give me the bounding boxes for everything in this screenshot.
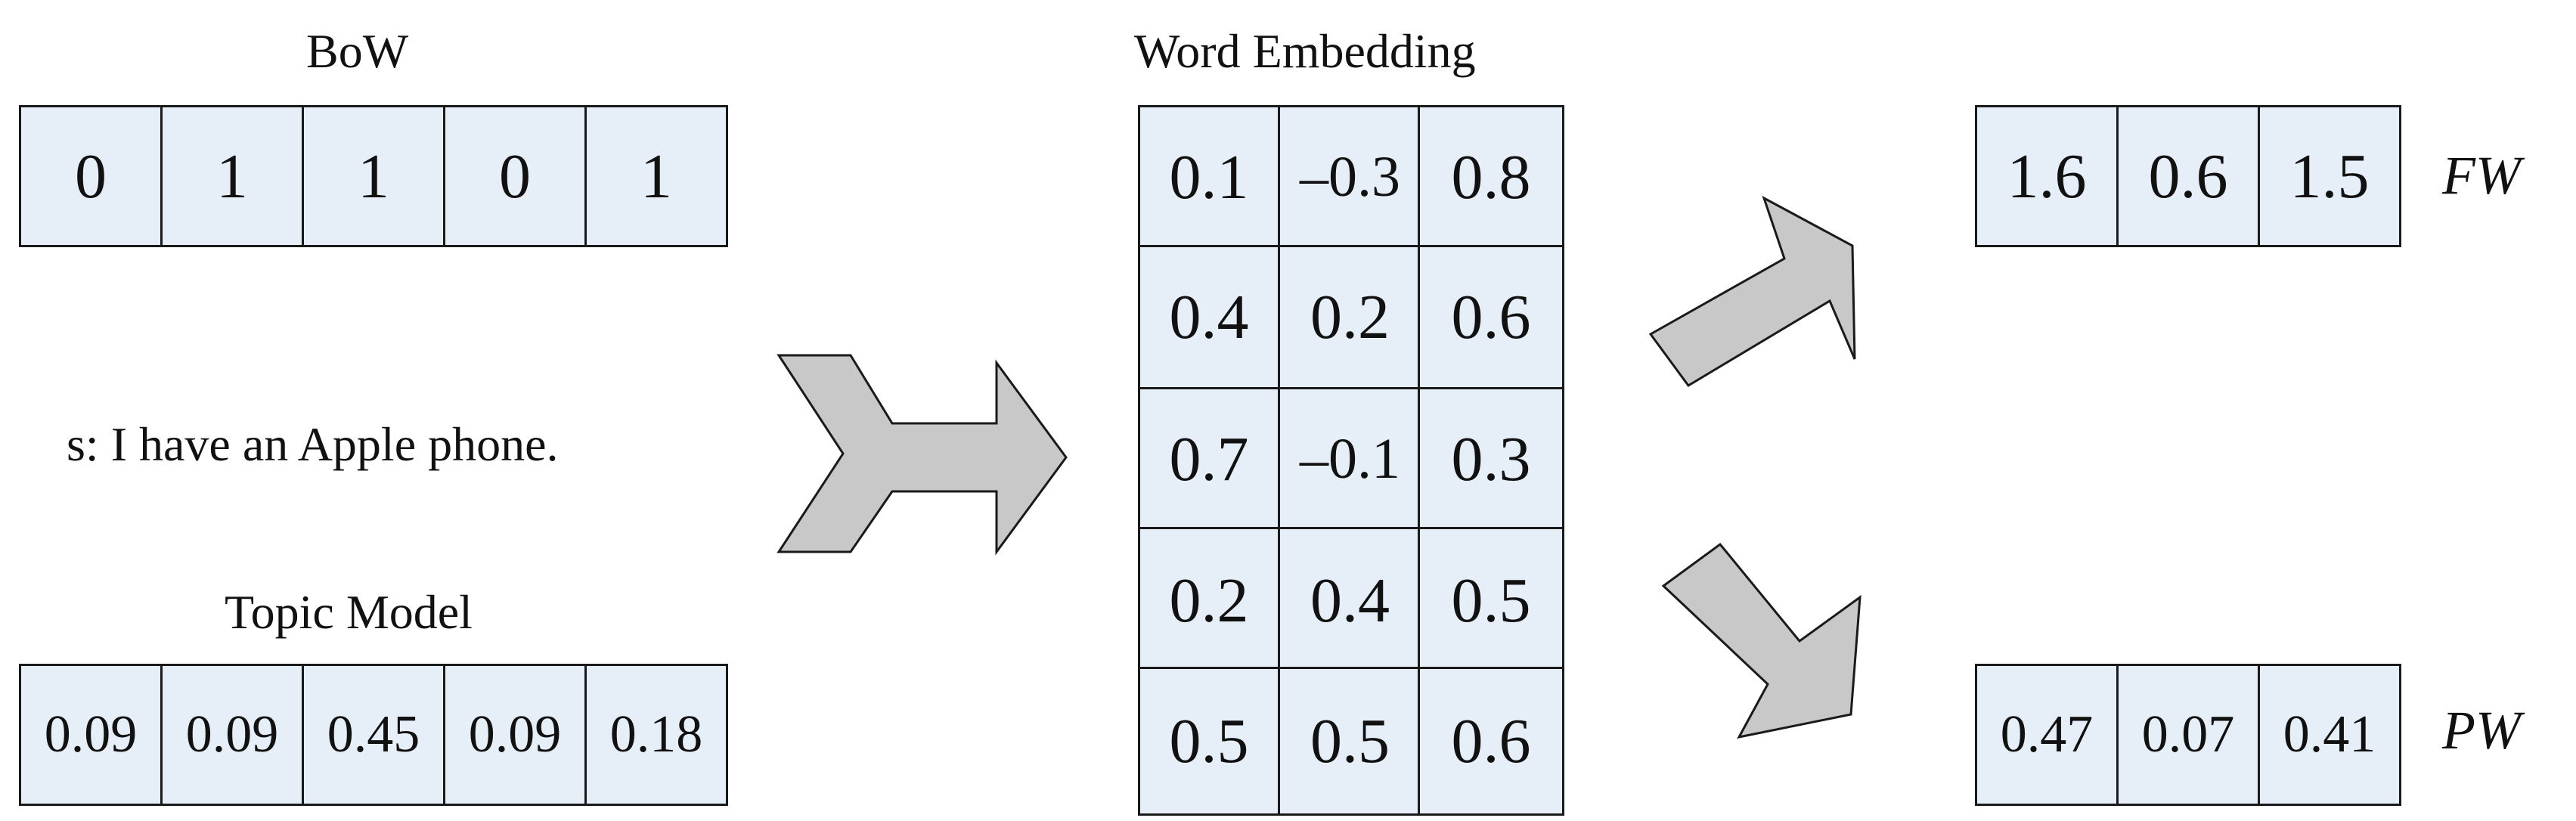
bow-title: BoW xyxy=(306,24,409,78)
embedding-cell: 0.7 xyxy=(1138,387,1280,531)
topic-cell: 0.45 xyxy=(302,664,445,806)
fw-label: FW xyxy=(2442,145,2521,206)
embedding-cell: 0.4 xyxy=(1278,527,1422,674)
bow-cell: 0 xyxy=(19,105,163,247)
embedding-cell: 0.5 xyxy=(1278,667,1422,816)
embedding-cell: 0.2 xyxy=(1278,245,1422,389)
bow-vector: 0 1 1 0 1 xyxy=(19,105,728,247)
embedding-cell: 0.5 xyxy=(1138,667,1280,816)
merge-arrow-icon xyxy=(777,354,1068,556)
fw-vector: 1.6 0.6 1.5 xyxy=(1975,105,2401,247)
pw-cell: 0.47 xyxy=(1975,664,2119,806)
pw-label: PW xyxy=(2442,700,2521,761)
topic-cell: 0.09 xyxy=(19,664,163,806)
embedding-cell: 0.6 xyxy=(1418,667,1564,816)
topic-model-title: Topic Model xyxy=(225,585,473,639)
embedding-cell: 0.2 xyxy=(1138,527,1280,674)
pw-cell: 0.07 xyxy=(2116,664,2260,806)
embedding-cell: 0.8 xyxy=(1418,105,1564,249)
pw-vector: 0.47 0.07 0.41 xyxy=(1975,664,2401,806)
fw-cell: 1.6 xyxy=(1975,105,2119,247)
bow-cell: 0 xyxy=(443,105,587,247)
topic-cell: 0.18 xyxy=(584,664,728,806)
embedding-cell: 0.3 xyxy=(1418,387,1564,531)
pw-cell: 0.41 xyxy=(2258,664,2401,806)
bow-cell: 1 xyxy=(302,105,445,247)
fw-cell: 1.5 xyxy=(2258,105,2401,247)
embedding-cell: 0.4 xyxy=(1138,245,1280,389)
sentence-text: s: I have an Apple phone. xyxy=(67,417,559,471)
embedding-cell: –0.1 xyxy=(1278,387,1422,531)
fw-cell: 0.6 xyxy=(2116,105,2260,247)
topic-cell: 0.09 xyxy=(160,664,304,806)
up-arrow-icon xyxy=(1648,195,1856,387)
topic-model-vector: 0.09 0.09 0.45 0.09 0.18 xyxy=(19,664,728,806)
embedding-cell: 0.6 xyxy=(1418,245,1564,389)
word-embedding-title: Word Embedding xyxy=(1134,24,1476,78)
bow-cell: 1 xyxy=(584,105,728,247)
word-embedding-matrix: 0.1 –0.3 0.8 0.4 0.2 0.6 0.7 –0.1 0.3 0.… xyxy=(1138,105,1564,816)
embedding-cell: –0.3 xyxy=(1278,105,1422,249)
embedding-cell: 0.1 xyxy=(1138,105,1280,249)
down-arrow-icon xyxy=(1661,542,1861,739)
embedding-cell: 0.5 xyxy=(1418,527,1564,674)
topic-cell: 0.09 xyxy=(443,664,587,806)
